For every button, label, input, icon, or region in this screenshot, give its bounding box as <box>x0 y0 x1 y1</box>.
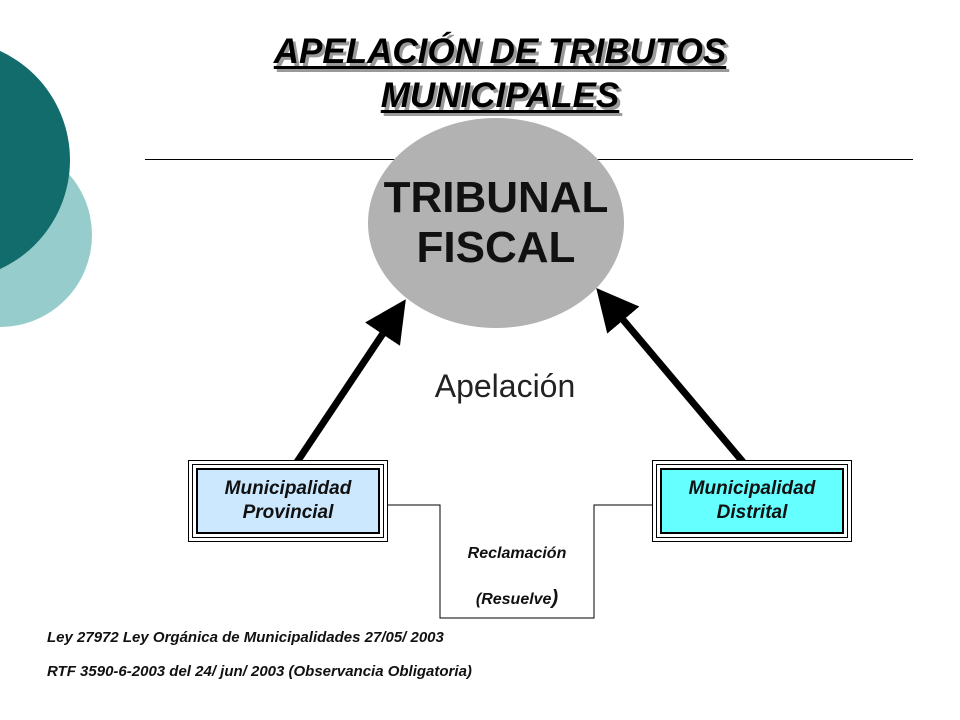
resuelve-paren: ) <box>551 587 559 609</box>
decorative-circle-dark <box>0 50 70 270</box>
tribunal-fiscal-node: TRIBUNAL FISCAL <box>368 118 624 328</box>
provincial-label-line-1: Municipalidad <box>224 478 352 499</box>
arrow-provincial-to-tribunal <box>294 299 406 464</box>
resuelve-text: (Resuelve <box>475 591 552 608</box>
provincial-label-line-2: Provincial <box>242 502 334 523</box>
title-line-1: APELACIÓN DE TRIBUTOS <box>273 32 727 71</box>
apelacion-label: Apelación <box>434 368 576 404</box>
reclamacion-line-2: (Resuelve) <box>440 584 594 612</box>
reclamacion-line-1: Reclamación <box>467 545 567 562</box>
reclamacion-label: Reclamación (Resuelve) <box>440 540 594 612</box>
municipalidad-distrital-box: Municipalidad Distrital <box>652 460 852 542</box>
page-title: APELACIÓN DE TRIBUTOS MUNICIPALES <box>180 30 820 118</box>
decorative-circles <box>0 50 92 327</box>
title-line-2: MUNICIPALES <box>380 76 620 115</box>
footer-law-reference: Ley 27972 Ley Orgánica de Municipalidade… <box>47 629 444 646</box>
arrow-distrital-to-tribunal <box>596 287 746 465</box>
municipalidad-provincial-box: Municipalidad Provincial <box>188 460 388 542</box>
footer-rtf-reference: RTF 3590-6-2003 del 24/ jun/ 2003 (Obser… <box>47 663 472 680</box>
tribunal-label-line-1: TRIBUNAL <box>383 173 609 222</box>
distrital-label-line-2: Distrital <box>716 502 788 523</box>
tribunal-label-line-2: FISCAL <box>416 223 576 272</box>
distrital-label-line-1: Municipalidad <box>688 478 816 499</box>
